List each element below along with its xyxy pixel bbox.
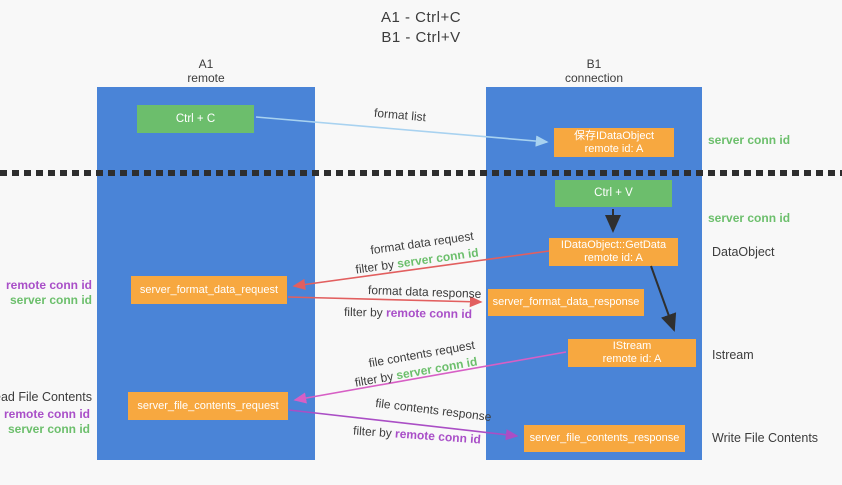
side-label-left-conn-ids-top: remote conn id server conn id (6, 278, 92, 308)
server-conn-id-label: server conn id (7, 422, 90, 436)
title-line-2: B1 - Ctrl+V (381, 29, 461, 46)
file-contents-response-text: file contents response (374, 395, 493, 425)
side-label-dataobject: DataObject (712, 245, 775, 260)
node-istream-line2: remote id: A (602, 353, 662, 365)
side-label-istream: Istream (712, 348, 754, 363)
node-format-response-label: server_format_data_response (492, 296, 640, 308)
edge-label-filter-remote-conn-1: filter by remote conn id (344, 305, 472, 321)
node-server-file-contents-request: server_file_contents_request (128, 392, 288, 420)
filter-by-text: filter by (352, 423, 396, 441)
title-line-1: A1 - Ctrl+C (380, 9, 462, 26)
node-server-format-data-response: server_format_data_response (488, 289, 644, 316)
column-header-a1: A1 remote (97, 57, 315, 85)
column-b1-name: B1 (586, 57, 602, 71)
node-file-response-label: server_file_contents_response (529, 432, 680, 444)
filter-by-text: filter by (343, 304, 387, 320)
server-conn-id-label: server conn id (708, 211, 791, 225)
filter-by-text: filter by (354, 256, 399, 277)
node-save-idataobject-line1: 保存IDataObject (573, 129, 655, 142)
column-a1-role: remote (187, 71, 225, 85)
edge-label-format-list: format list (373, 106, 426, 124)
node-ctrl-v-label: Ctrl + V (594, 187, 633, 199)
remote-conn-id-text: remote conn id (394, 426, 482, 447)
side-label-left-conn-ids-bottom: remote conn id server conn id (4, 407, 90, 437)
side-label-write-file-contents: Write File Contents (712, 431, 818, 446)
node-getdata-line2: remote id: A (584, 252, 643, 264)
server-conn-id-label: server conn id (9, 293, 92, 307)
istream-label: Istream (712, 348, 754, 362)
node-istream: IStream remote id: A (568, 339, 696, 367)
node-format-request-label: server_format_data_request (139, 283, 279, 296)
diagram-title: A1 - Ctrl+C B1 - Ctrl+V (0, 8, 842, 48)
node-server-format-data-request: server_format_data_request (131, 276, 287, 304)
dataobject-label: DataObject (712, 245, 775, 259)
dotted-separator (0, 170, 842, 176)
remote-conn-id-text: remote conn id (385, 305, 473, 322)
node-ctrl-v: Ctrl + V (555, 180, 672, 207)
edge-label-format-data-response: format data response (368, 283, 482, 301)
remote-conn-id-label: remote conn id (3, 407, 90, 421)
edge-label-filter-remote-conn-2: filter by remote conn id (353, 424, 482, 447)
node-getdata-line1: IDataObject::GetData (560, 239, 667, 251)
node-save-idataobject-line2: remote id: A (584, 142, 644, 155)
side-label-server-conn-id-top: server conn id (708, 133, 790, 148)
node-ctrl-c: Ctrl + C (137, 105, 254, 133)
node-ctrl-c-label: Ctrl + C (175, 112, 216, 125)
column-header-b1: B1 connection (486, 57, 702, 85)
node-server-file-contents-response: server_file_contents_response (524, 425, 685, 452)
write-file-contents-label: Write File Contents (712, 431, 819, 445)
format-data-response-text: format data response (367, 283, 482, 301)
remote-conn-id-label: remote conn id (5, 278, 92, 292)
side-label-read-file-contents: Read File Contents (0, 390, 92, 405)
filter-by-text: filter by (353, 368, 398, 390)
column-b1-role: connection (564, 71, 624, 85)
node-idataobject-getdata: IDataObject::GetData remote id: A (549, 238, 678, 266)
side-label-server-conn-id-mid: server conn id (708, 211, 790, 226)
format-list-text: format list (373, 105, 427, 125)
edge-label-file-contents-response: file contents response (375, 396, 493, 424)
node-save-idataobject: 保存IDataObject remote id: A (554, 128, 674, 157)
node-istream-line1: IStream (612, 340, 652, 352)
server-conn-id-label: server conn id (708, 133, 791, 147)
read-file-contents-label: Read File Contents (0, 390, 92, 404)
column-a1-name: A1 (198, 57, 214, 71)
node-file-request-label: server_file_contents_request (137, 399, 279, 412)
